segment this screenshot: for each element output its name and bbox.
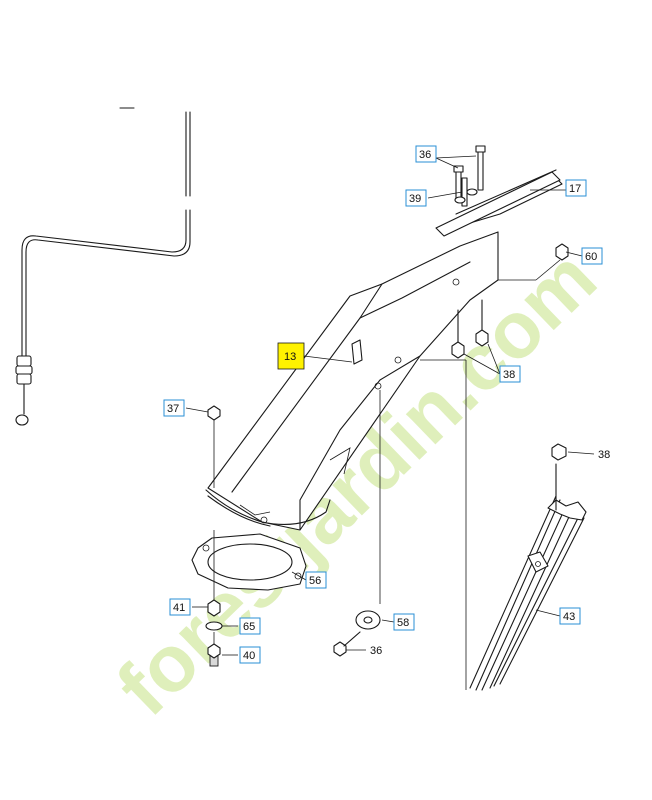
callout-label: 37 [167,403,179,415]
callout-label: 41 [173,602,185,614]
callout-label: 65 [243,621,255,633]
leader-lines [185,155,595,656]
assembly-lines [420,259,561,690]
callout-label: 40 [243,650,255,662]
nut-60 [555,243,569,261]
callout-36-top[interactable]: 36 [415,145,437,163]
top-bolts [453,145,486,207]
callout-40[interactable]: 40 [239,646,261,664]
callout-label: 43 [563,611,575,623]
callout-label: 36 [419,149,431,161]
callout-label: 60 [585,251,597,263]
callout-60[interactable]: 60 [581,247,603,265]
callout-56[interactable]: 56 [305,571,327,589]
callout-label: 13 [284,351,296,363]
callout-label: 58 [397,617,409,629]
callout-label: 38 [503,369,515,381]
callout-label: 36 [370,645,382,657]
callout-label: 38 [598,449,610,461]
control-cable [15,107,191,426]
bolt-stack [205,405,223,667]
callout-37[interactable]: 37 [163,399,185,417]
gasket-56 [191,533,307,591]
callout-65[interactable]: 65 [239,617,261,635]
callout-36-lower[interactable]: 36 [370,645,382,657]
bushing-58 [333,390,381,657]
callout-41[interactable]: 41 [169,598,191,616]
callout-17[interactable]: 17 [565,179,587,197]
callout-43[interactable]: 43 [559,607,581,625]
callout-38-lower[interactable]: 38 [598,449,610,461]
callout-58[interactable]: 58 [393,613,415,631]
callout-label: 39 [409,193,421,205]
chute-body [205,231,499,531]
deflector-plate [435,169,563,237]
callout-label: 56 [309,575,321,587]
callout-label: 17 [569,183,581,195]
callout-13[interactable]: 13 [277,342,305,370]
rail-43 [469,443,587,691]
callout-39[interactable]: 39 [405,189,427,207]
callout-38-upper[interactable]: 38 [499,365,521,383]
